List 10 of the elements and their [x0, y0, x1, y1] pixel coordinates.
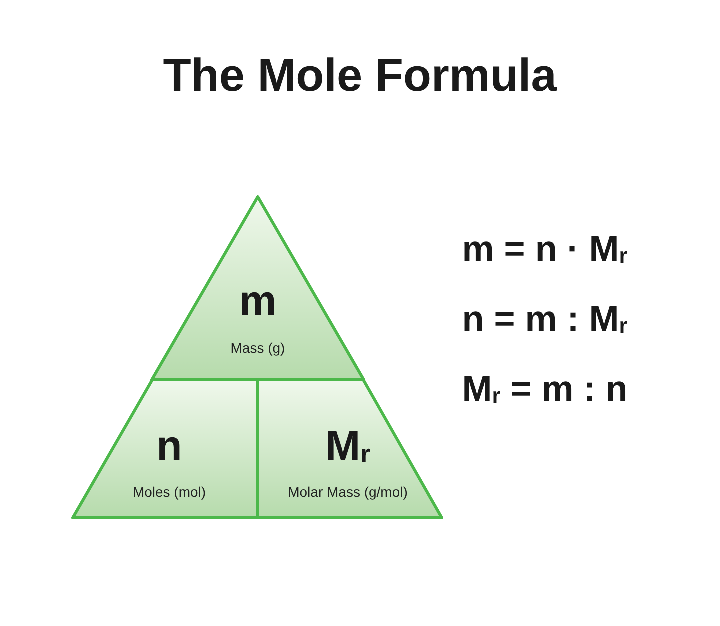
quantity-label: Moles (mol): [132, 484, 208, 500]
formula: m = n · M$_{r}$: [461, 228, 629, 270]
title: The Mole Formula: [162, 48, 558, 102]
formula: M$_{r}$ = m : n: [461, 368, 629, 410]
quantity-label: Molar Mass (g/mol): [287, 484, 409, 500]
variable-symbol: M$_{r}$: [324, 422, 372, 470]
quantity-label: Mass (g): [230, 340, 286, 356]
variable-symbol: n: [156, 422, 184, 470]
variable-symbol: m: [238, 277, 278, 325]
formula: n = m : M$_{r}$: [461, 298, 629, 340]
